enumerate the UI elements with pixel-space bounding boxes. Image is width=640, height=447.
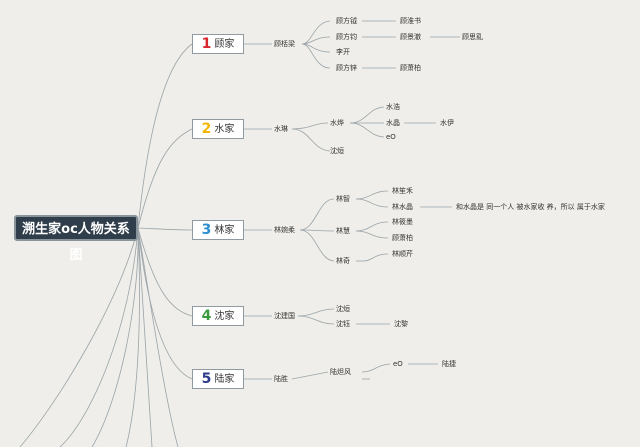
person-node[interactable]: 林顺芹 <box>392 250 413 258</box>
person-node[interactable]: 水伊 <box>440 119 454 127</box>
person-node[interactable]: 林水晶 <box>392 203 413 211</box>
family-number: 5 <box>201 371 212 387</box>
person-node[interactable]: 陆胜 <box>274 375 288 383</box>
person-node[interactable]: 陆捷 <box>442 360 456 368</box>
family-label: 陆家 <box>214 374 235 385</box>
person-node[interactable]: 顾萧柏 <box>392 234 413 242</box>
person-node[interactable]: 沈钰 <box>336 320 350 328</box>
person-node[interactable]: 顾栝梁 <box>274 40 295 48</box>
person-node[interactable]: 林笙禾 <box>392 187 413 195</box>
family-label: 林家 <box>214 225 235 236</box>
family-label: 水家 <box>214 124 235 135</box>
person-node[interactable]: 顾景澈 <box>400 33 421 41</box>
person-node[interactable]: 林筱墨 <box>392 218 413 226</box>
person-node[interactable]: 顾方钧 <box>336 33 357 41</box>
root-node[interactable]: 溯生家oc人物关系图 <box>14 215 138 263</box>
person-node[interactable]: 水烨 <box>330 119 344 127</box>
person-node[interactable]: 林奇 <box>336 257 350 265</box>
person-node[interactable]: 陆炟风 <box>330 368 351 376</box>
person-node[interactable]: 顾思乿 <box>462 33 483 41</box>
person-node[interactable]: 李开 <box>336 48 350 56</box>
person-node[interactable]: 沈烜 <box>330 147 344 155</box>
family-label: 顾家 <box>214 39 235 50</box>
family-number: 3 <box>201 222 212 238</box>
person-node[interactable]: 顾方锌 <box>336 64 357 72</box>
family-number: 4 <box>201 308 212 324</box>
person-node[interactable]: 沈烜 <box>336 305 350 313</box>
person-node[interactable]: 沈黎 <box>394 320 408 328</box>
person-node[interactable]: 顾方钺 <box>336 17 357 25</box>
person-node[interactable]: eO <box>393 360 403 368</box>
person-node[interactable]: 沈建国 <box>274 312 295 320</box>
person-node[interactable]: 水晶 <box>386 119 400 127</box>
family-number: 1 <box>201 36 212 52</box>
person-node[interactable]: 水浩 <box>386 103 400 111</box>
person-node[interactable]: 顾淮书 <box>400 17 421 25</box>
person-node[interactable]: 林智 <box>336 195 350 203</box>
family-number: 2 <box>201 121 212 137</box>
family-label: 沈家 <box>214 311 235 322</box>
person-node[interactable]: 水琳 <box>274 125 288 133</box>
person-node[interactable]: 林慧 <box>336 227 350 235</box>
person-node[interactable]: 林婉柔 <box>274 226 295 234</box>
person-node[interactable]: eO <box>386 133 396 141</box>
person-node[interactable]: 顾萧柏 <box>400 64 421 72</box>
relationship-note: 和水晶是 同一个人 被水家收 养，所以 属于水家 <box>456 203 605 211</box>
